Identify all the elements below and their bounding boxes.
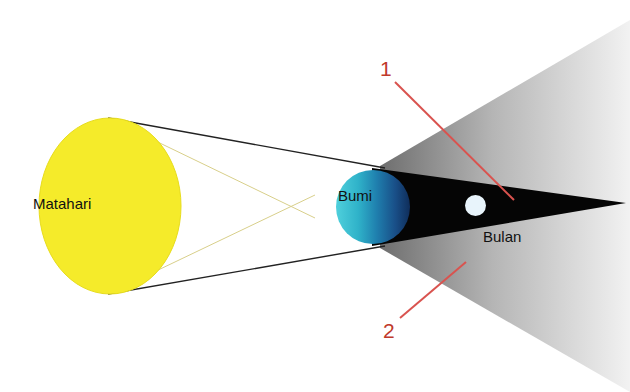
earth-outline (336, 170, 410, 244)
moon-outline (465, 195, 486, 216)
umbra (372, 168, 626, 246)
callout-number: 1 (380, 58, 392, 79)
sun-circle: Matahari (39, 118, 181, 294)
body-label: Bumi (338, 188, 372, 205)
moon-circle: Bulan (465, 195, 486, 216)
leader-line (395, 82, 514, 200)
body-label: Matahari (33, 196, 91, 213)
callout-number: 2 (383, 320, 395, 341)
leader-line (400, 262, 466, 318)
earth-circle: Bumi (336, 170, 410, 244)
body-label: Bulan (483, 229, 521, 246)
